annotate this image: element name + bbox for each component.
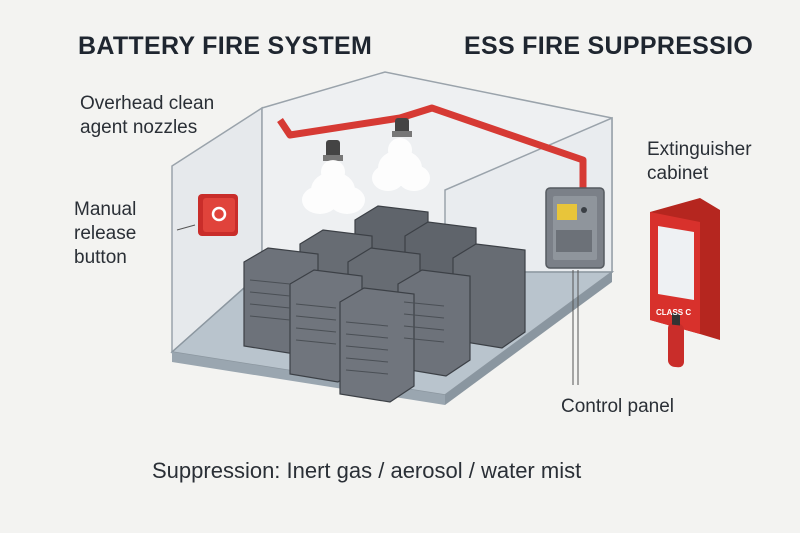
label-manual-release: Manual release button (74, 199, 137, 268)
title-battery-fire-system: BATTERY FIRE SYSTEM (78, 32, 373, 60)
label-extinguisher-cabinet: Extinguisher cabinet (647, 139, 752, 184)
nozzle-1 (323, 140, 343, 161)
nozzle-2 (392, 118, 412, 137)
agent-cloud-1 (302, 160, 365, 214)
battery-rack (289, 269, 415, 403)
extinguisher-cabinet (650, 198, 720, 368)
overhead-pipe (277, 104, 587, 188)
agent-cloud-2 (372, 138, 430, 191)
extinguisher-tag: CLASS C (656, 308, 691, 317)
control-panel-unit (545, 187, 605, 269)
label-overhead-nozzles: Overhead clean agent nozzles (80, 93, 215, 138)
manual-release-button (198, 194, 238, 236)
floor-edge-right (445, 272, 612, 405)
title-ess-fire-suppression: ESS FIRE SUPPRESSIO (464, 32, 754, 60)
label-control-panel: Control panel (561, 396, 675, 417)
rack-vents (249, 279, 445, 375)
suppression-caption: Suppression: Inert gas / aerosol / water… (152, 458, 582, 483)
